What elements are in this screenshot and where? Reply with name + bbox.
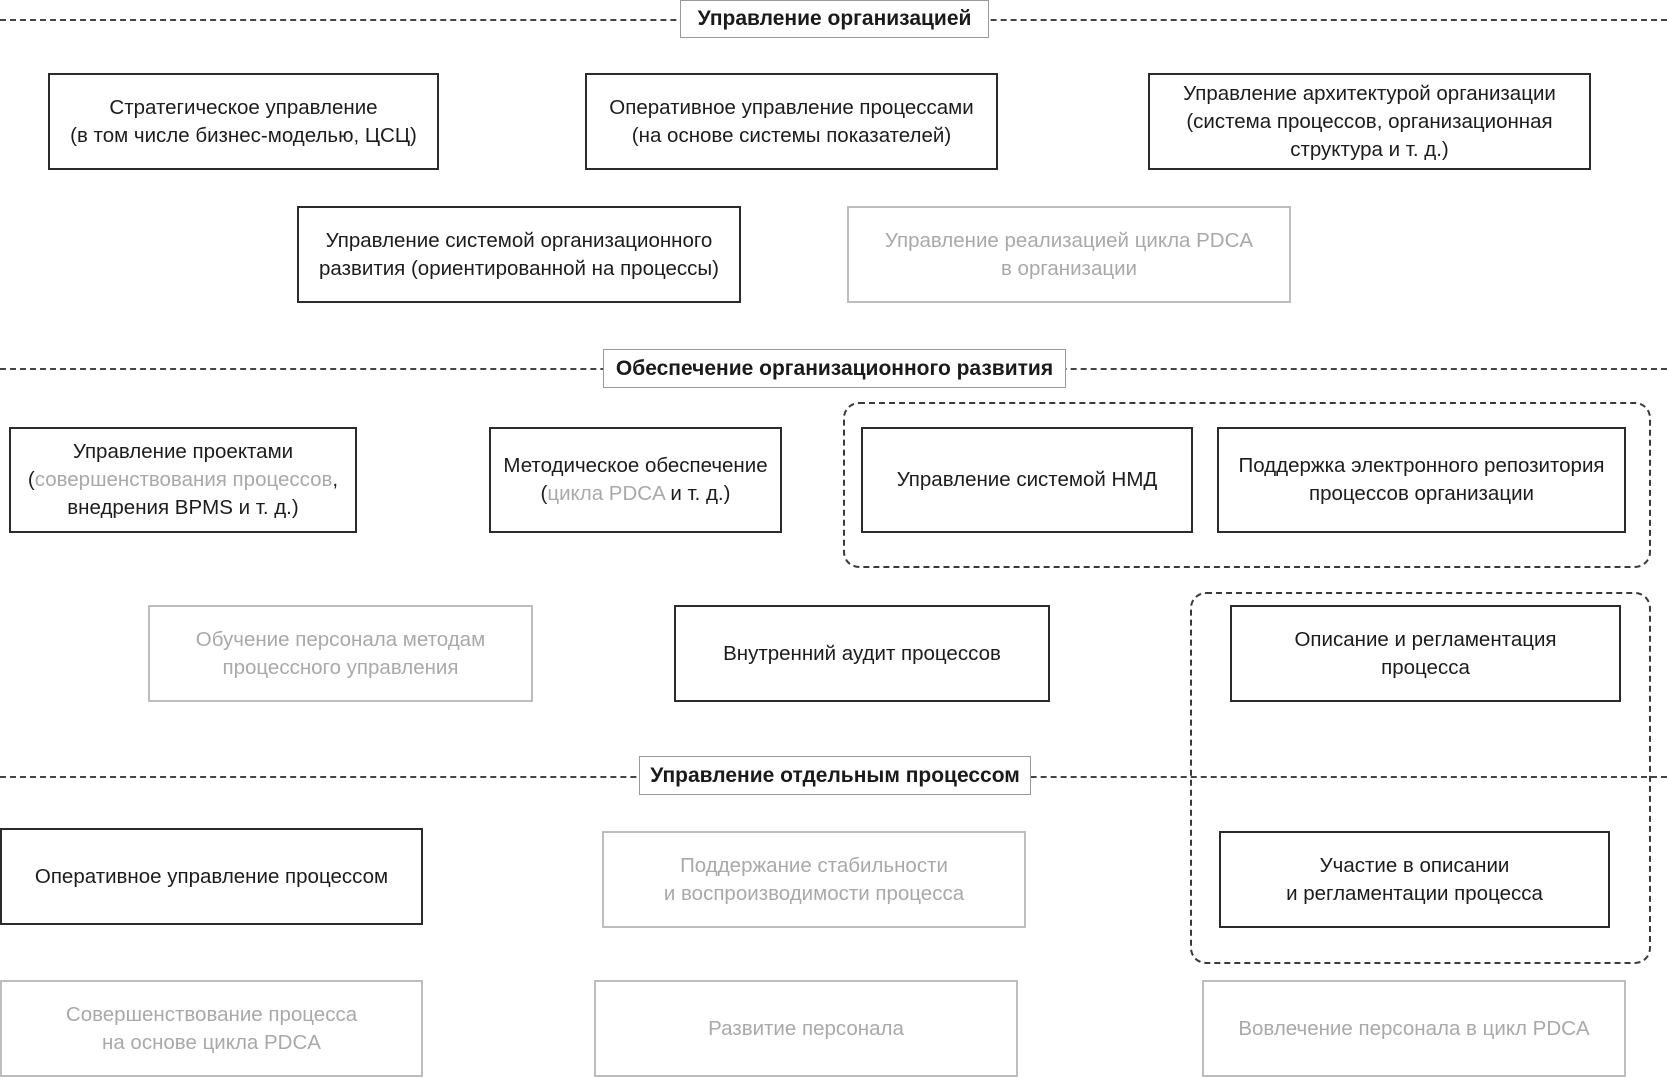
box-architecture-text: Управление архитектурой организации (сис…	[1183, 81, 1556, 161]
box-improvement-text: Совершенствование процесса на основе цик…	[65, 1002, 358, 1054]
box-methodical-line1: Методическое обеспечение	[503, 454, 768, 477]
box-audit-text: Внутренний аудит процессов	[723, 641, 1001, 665]
box-repository-text: Поддержка электронного репозитория проце…	[1238, 454, 1605, 505]
section-label-org-text: Управление организацией	[697, 7, 972, 30]
box-methodical-text: Методическое обеспечение (цикла PDCA и т.…	[503, 452, 767, 508]
box-nmd: Управление системой НМД	[861, 427, 1193, 533]
box-participation: Участие в описании и регламентации проце…	[1219, 831, 1610, 928]
group-description-participation	[1190, 592, 1651, 964]
box-audit: Внутренний аудит процессов	[674, 605, 1050, 702]
section-label-process-text: Управление отдельным процессом	[650, 763, 1020, 787]
box-improvement: Совершенствование процесса на основе цик…	[0, 980, 423, 1077]
box-org-dev-system-text: Управление системой организационного раз…	[319, 228, 719, 280]
box-projects-line3: внедрения BPMS и т. д.)	[67, 496, 299, 519]
box-stability: Поддержание стабильности и воспроизводим…	[602, 831, 1026, 928]
box-strategic-text: Стратегическое управление (в том числе б…	[70, 95, 417, 147]
box-methodical-rest: и т. д.)	[664, 482, 731, 505]
box-projects-highlight: совершенствования процессов	[34, 468, 333, 491]
box-nmd-text: Управление системой НМД	[896, 468, 1158, 491]
box-operative-process-text: Оперативное управление процессом	[34, 864, 389, 888]
box-operative-processes-text: Оперативное управление процессами (на ос…	[609, 95, 974, 147]
group-nmd-repository	[843, 402, 1651, 568]
box-operative-process: Оперативное управление процессом	[0, 828, 423, 925]
box-description: Описание и регламентация процесса	[1230, 605, 1621, 702]
box-projects-paren: (	[27, 468, 35, 491]
box-org-dev-system: Управление системой организационного раз…	[297, 206, 741, 303]
box-pdca-org: Управление реализацией цикла PDCA в орга…	[847, 206, 1291, 303]
box-projects-text: Управление проектами (совершенствования п…	[28, 438, 338, 522]
box-architecture: Управление архитектурой организации (сис…	[1148, 73, 1591, 170]
box-strategic: Стратегическое управление (в том числе б…	[48, 73, 439, 170]
box-repository: Поддержка электронного репозитория проце…	[1217, 427, 1626, 533]
section-label-dev-text: Обеспечение организационного развития	[615, 356, 1054, 380]
box-methodical-highlight: цикла PDCA	[547, 482, 665, 505]
box-projects-comma: ,	[332, 468, 339, 491]
section-label-process: Управление отдельным процессом	[639, 756, 1031, 795]
box-staff-dev-text: Развитие персонала	[708, 1016, 904, 1040]
box-training: Обучение персонала методам процессного у…	[148, 605, 533, 702]
box-involvement-text: Вовлечение персонала в цикл PDCA	[1238, 1016, 1590, 1040]
box-pdca-org-text: Управление реализацией цикла PDCA в орга…	[884, 228, 1254, 280]
box-stability-text: Поддержание стабильности и воспроизводим…	[663, 853, 965, 905]
box-operative-processes: Оперативное управление процессами (на ос…	[585, 73, 998, 170]
box-projects: Управление проектами (совершенствования п…	[9, 427, 357, 533]
box-participation-text: Участие в описании и регламентации проце…	[1286, 853, 1543, 905]
box-methodical: Методическое обеспечение (цикла PDCA и т.…	[489, 427, 782, 533]
box-training-text: Обучение персонала методам процессного у…	[195, 627, 486, 679]
box-staff-dev: Развитие персонала	[594, 980, 1018, 1077]
section-label-dev: Обеспечение организационного развития	[603, 349, 1066, 388]
box-projects-line1: Управление проектами	[72, 440, 294, 463]
box-methodical-paren: (	[540, 482, 548, 505]
box-involvement: Вовлечение персонала в цикл PDCA	[1202, 980, 1626, 1077]
box-description-text: Описание и регламентация процесса	[1294, 627, 1557, 679]
section-label-org: Управление организацией	[680, 0, 989, 38]
